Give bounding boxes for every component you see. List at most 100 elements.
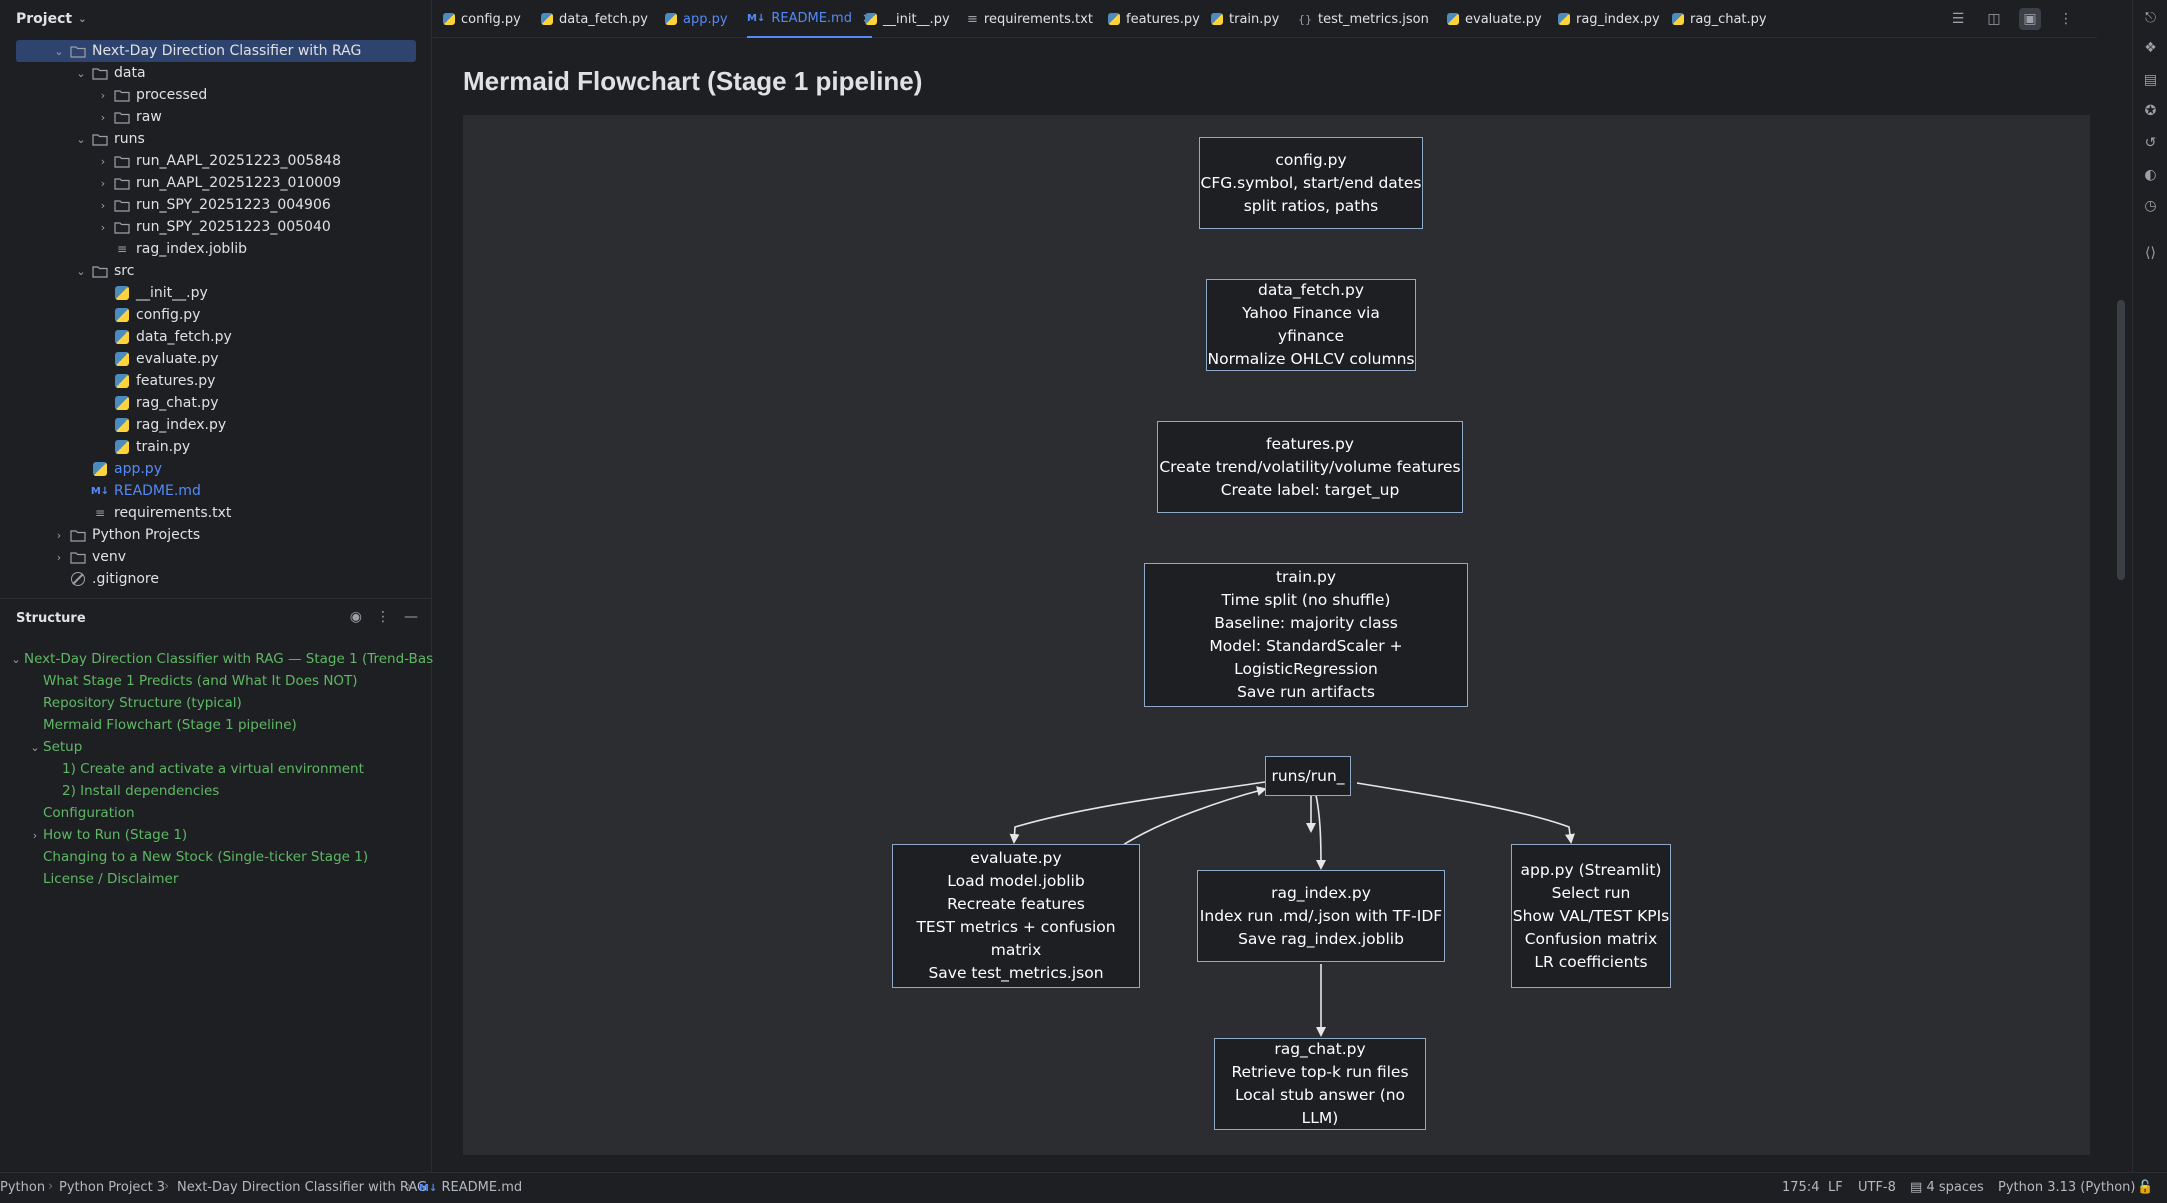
- chevron-right-icon[interactable]: ›: [100, 154, 106, 168]
- breadcrumb-file[interactable]: M↓ README.md: [419, 1180, 522, 1195]
- tree-item[interactable]: features.py: [0, 370, 430, 392]
- tab--init-py[interactable]: __init__.py: [865, 0, 950, 38]
- tree-item[interactable]: ⌄ src: [0, 260, 430, 282]
- structure-item[interactable]: 1) Create and activate a virtual environ…: [46, 758, 364, 780]
- caret-position[interactable]: 175:4: [1782, 1180, 1820, 1195]
- line-ending[interactable]: LF: [1828, 1180, 1843, 1195]
- python-interpreter[interactable]: Python 3.13 (Python): [1998, 1180, 2136, 1195]
- structure-item-label: What Stage 1 Predicts (and What It Does …: [43, 673, 358, 689]
- chevron-down-icon[interactable]: ⌄: [30, 740, 40, 754]
- tree-item[interactable]: data_fetch.py: [0, 326, 430, 348]
- notifications-icon[interactable]: ⎋: [2144, 10, 2157, 26]
- tree-item[interactable]: ›run_AAPL_20251223_010009: [0, 172, 430, 194]
- tree-item[interactable]: ›run_AAPL_20251223_005848: [0, 150, 430, 172]
- tree-item[interactable]: ›run_SPY_20251223_004906: [0, 194, 430, 216]
- structure-item[interactable]: 2) Install dependencies: [46, 780, 219, 802]
- structure-item[interactable]: ⌄Next-Day Direction Classifier with RAG …: [8, 648, 462, 670]
- tree-item[interactable]: train.py: [0, 436, 430, 458]
- structure-item[interactable]: ›How to Run (Stage 1): [27, 824, 187, 846]
- breadcrumb-python[interactable]: Python: [0, 1180, 46, 1195]
- chevron-down-icon[interactable]: ⌄: [76, 66, 86, 80]
- chevron-down-icon[interactable]: ⌄: [54, 44, 64, 58]
- minimize-icon[interactable]: —: [404, 609, 418, 625]
- structure-item[interactable]: Configuration: [27, 802, 135, 824]
- breadcrumb-project[interactable]: Python Project 3: [59, 1180, 166, 1195]
- node-line: Save run artifacts: [1237, 683, 1375, 701]
- eye-icon[interactable]: ◉: [349, 609, 362, 625]
- database-icon[interactable]: ▤: [2143, 72, 2158, 88]
- tab-rag-chat-py[interactable]: rag_chat.py: [1672, 0, 1767, 38]
- chevron-down-icon[interactable]: ⌄: [76, 132, 86, 146]
- structure-item[interactable]: License / Disclaimer: [27, 868, 178, 890]
- preview-scrollbar[interactable]: [2117, 300, 2125, 580]
- tree-item[interactable]: ⌄data: [0, 62, 430, 84]
- project-panel-header[interactable]: Project ⌄: [0, 0, 432, 38]
- tree-item[interactable]: evaluate.py: [0, 348, 430, 370]
- tab-data-fetch-py[interactable]: data_fetch.py: [541, 0, 648, 38]
- structure-item[interactable]: ⌄Setup: [27, 736, 82, 758]
- tab-label: test_metrics.json: [1318, 11, 1429, 27]
- editor-only-icon[interactable]: ☰: [1951, 11, 1965, 27]
- breadcrumb-folder[interactable]: Next-Day Direction Classifier with RAG: [177, 1180, 428, 1195]
- tree-item[interactable]: config.py: [0, 304, 430, 326]
- more-options-icon[interactable]: ⋮: [2059, 11, 2073, 27]
- tree-item[interactable]: ⌄runs: [0, 128, 430, 150]
- tab-test-metrics-json[interactable]: {}test_metrics.json: [1298, 0, 1429, 38]
- tab-label: README.md: [771, 10, 852, 26]
- tree-item[interactable]: ›Python Projects: [0, 524, 430, 546]
- tree-item[interactable]: ›processed: [0, 84, 430, 106]
- tree-item[interactable]: M↓README.md: [0, 480, 430, 502]
- tree-item[interactable]: ≡requirements.txt: [0, 502, 430, 524]
- tab-config-py[interactable]: config.py: [443, 0, 521, 38]
- chevron-right-icon[interactable]: ›: [56, 528, 62, 542]
- tree-item[interactable]: ›venv: [0, 546, 430, 568]
- chevron-down-icon[interactable]: ⌄: [11, 652, 21, 666]
- python-file-icon: [541, 13, 553, 25]
- more-options-icon[interactable]: ⋮: [376, 609, 390, 625]
- structure-item[interactable]: What Stage 1 Predicts (and What It Does …: [27, 670, 358, 692]
- indent-setting[interactable]: ▤ 4 spaces: [1910, 1180, 1984, 1195]
- plugins-icon[interactable]: ✪: [2144, 103, 2157, 119]
- ai-assistant-icon[interactable]: ❖: [2144, 40, 2157, 56]
- lock-icon[interactable]: 🔓: [2137, 1180, 2154, 1195]
- coverage-icon[interactable]: ◐: [2144, 167, 2157, 183]
- tree-item[interactable]: .gitignore: [0, 568, 430, 590]
- preview-only-icon[interactable]: ▣: [2019, 8, 2041, 30]
- chevron-right-icon[interactable]: ›: [100, 220, 106, 234]
- tab-train-py[interactable]: train.py: [1211, 0, 1279, 38]
- endpoints-icon[interactable]: ↺: [2144, 135, 2157, 151]
- chevron-down-icon[interactable]: ⌄: [78, 13, 87, 25]
- tab-readme-md[interactable]: M↓README.md×: [747, 0, 873, 38]
- tree-item-label: src: [114, 263, 135, 279]
- tree-item[interactable]: ›run_SPY_20251223_005040: [0, 216, 430, 238]
- tree-item[interactable]: ⌄Next-Day Direction Classifier with RAG: [16, 40, 416, 62]
- tree-item[interactable]: rag_index.py: [0, 414, 430, 436]
- tree-item[interactable]: ›raw: [0, 106, 430, 128]
- chevron-right-icon[interactable]: ›: [100, 110, 106, 124]
- tab-requirements-txt[interactable]: ≡requirements.txt: [967, 0, 1093, 38]
- file-encoding[interactable]: UTF-8: [1858, 1180, 1896, 1195]
- chevron-down-icon[interactable]: ⌄: [76, 264, 86, 278]
- tree-item[interactable]: ≡rag_index.joblib: [0, 238, 430, 260]
- structure-item[interactable]: Mermaid Flowchart (Stage 1 pipeline): [27, 714, 297, 736]
- tab-label: app.py: [683, 11, 728, 27]
- node-line: Yahoo Finance via yfinance: [1242, 304, 1380, 345]
- tab-app-py[interactable]: app.py: [665, 0, 728, 38]
- structure-item[interactable]: Repository Structure (typical): [27, 692, 242, 714]
- tree-item[interactable]: __init__.py: [0, 282, 430, 304]
- chevron-right-icon[interactable]: ›: [100, 176, 106, 190]
- tab-features-py[interactable]: features.py: [1108, 0, 1200, 38]
- split-view-icon[interactable]: ◫: [1987, 11, 2001, 27]
- structure-item[interactable]: Changing to a New Stock (Single-ticker S…: [27, 846, 368, 868]
- tree-item[interactable]: app.py: [0, 458, 430, 480]
- chevron-right-icon[interactable]: ›: [100, 198, 106, 212]
- tab-rag-index-py[interactable]: rag_index.py: [1558, 0, 1660, 38]
- chevron-right-icon[interactable]: ›: [100, 88, 106, 102]
- code-with-me-icon[interactable]: ⟨⟩: [2145, 245, 2156, 261]
- tab-label: train.py: [1229, 11, 1280, 27]
- tree-item[interactable]: rag_chat.py: [0, 392, 430, 414]
- chevron-right-icon[interactable]: ›: [56, 550, 62, 564]
- tab-evaluate-py[interactable]: evaluate.py: [1447, 0, 1542, 38]
- chevron-right-icon[interactable]: ›: [32, 828, 38, 842]
- history-icon[interactable]: ◷: [2144, 198, 2157, 214]
